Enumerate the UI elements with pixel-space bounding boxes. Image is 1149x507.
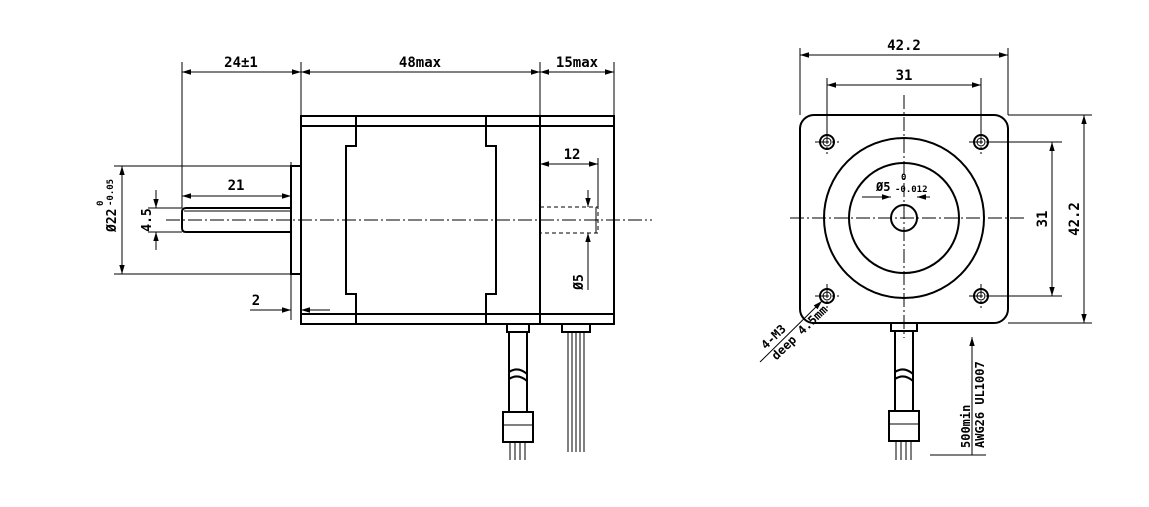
- side-view: 24±1 48max 15max 21 4.5 Ø22 0 -0.05 2: [96, 55, 652, 460]
- dim-boss-height: 2: [252, 293, 260, 309]
- dim-boss-diameter: Ø22 0 -0.05: [96, 179, 120, 233]
- dim-rear-shaft-diameter: Ø5: [572, 274, 587, 291]
- svg-text:AWG26 UL1007: AWG26 UL1007: [973, 361, 987, 448]
- svg-text:0: 0: [901, 173, 906, 183]
- svg-text:0: 0: [96, 201, 106, 206]
- front-outer-circle: [823, 137, 985, 299]
- encoder-wires: [561, 323, 591, 452]
- dim-body-width: 42.2: [887, 38, 921, 54]
- dim-rear-shaft-length: 12: [564, 147, 581, 163]
- note-mounting-holes: 4-M3 deep 4.5mm: [758, 303, 830, 363]
- dim-shaft-diameter: Ø5 0 -0.012: [875, 173, 928, 195]
- dim-body-length: 48max: [399, 55, 442, 71]
- dim-body-height: 42.2: [1067, 202, 1083, 236]
- front-shaft: [181, 207, 291, 233]
- svg-text:-0.05: -0.05: [106, 179, 116, 206]
- motor-cable: [502, 323, 534, 460]
- svg-text:500min: 500min: [959, 405, 973, 448]
- dim-encoder-length: 15max: [556, 55, 599, 71]
- dim-hole-spacing: 31: [896, 68, 913, 84]
- svg-text:-0.012: -0.012: [895, 185, 928, 195]
- dim-hole-spacing-vertical: 31: [1035, 211, 1051, 228]
- front-pilot-circle: [848, 162, 960, 274]
- dim-flat-width: 4.5: [140, 208, 155, 231]
- front-cable: [888, 322, 920, 460]
- front-view: 42.2 31 31 42.2 Ø5 0 -0.012 4-M3 deep 4.…: [758, 38, 1092, 460]
- note-lead: 500min AWG26 UL1007: [959, 361, 987, 448]
- front-shaft-circle: [890, 204, 918, 232]
- dim-shaft-length: 24±1: [224, 55, 258, 71]
- dim-flat-length: 21: [228, 178, 245, 194]
- front-boss: [290, 165, 302, 275]
- svg-text:Ø22: Ø22: [105, 209, 120, 233]
- svg-text:Ø5: Ø5: [875, 180, 890, 194]
